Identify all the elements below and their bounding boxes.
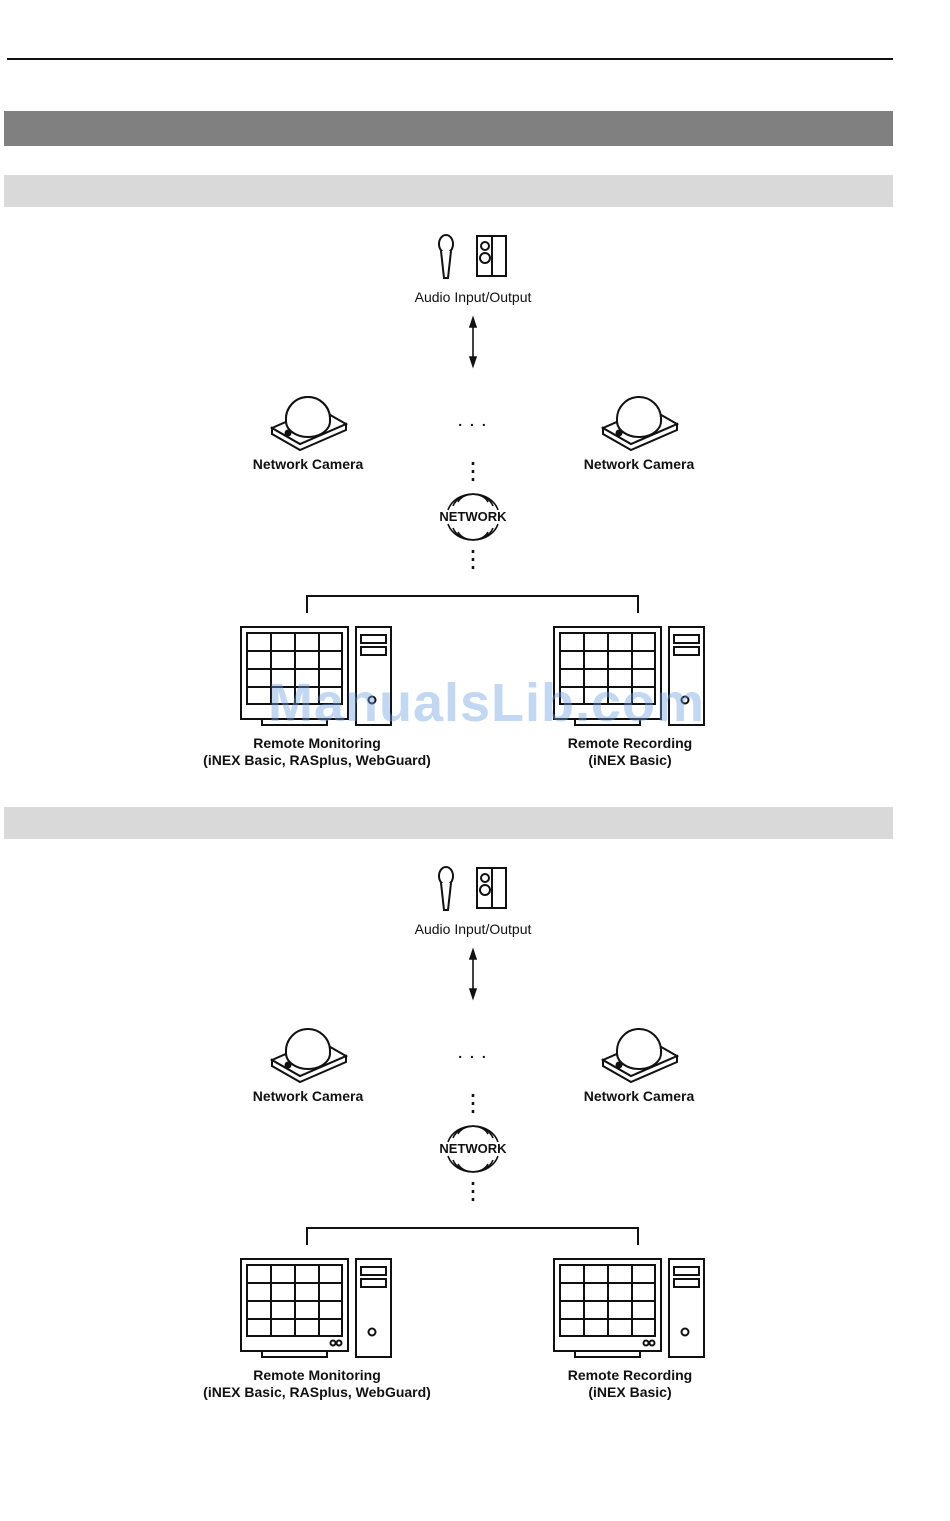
diagram-graphics — [240, 866, 705, 1358]
watermark: ManualsLib.com — [268, 673, 706, 733]
workstation-icon-left — [240, 626, 392, 726]
dome-camera-icon-right — [600, 1028, 680, 1084]
ellipsis-label: . . . — [458, 413, 488, 429]
microphone-icon — [438, 866, 454, 911]
network-icon — [447, 1125, 499, 1173]
subsection-bar-1 — [4, 175, 893, 207]
top-rule — [7, 58, 893, 60]
double-arrow-icon — [468, 947, 478, 1001]
double-arrow-icon — [468, 315, 478, 369]
camera-right-label: Network Camera — [583, 456, 695, 472]
camera-left-label: Network Camera — [252, 1088, 364, 1104]
camera-right-label: Network Camera — [583, 1088, 695, 1104]
network-label: NETWORK — [439, 1141, 507, 1156]
connection-bracket — [306, 595, 639, 613]
network-label: NETWORK — [439, 509, 507, 524]
network-diagram-2: Audio Input/Output Network Camera . . . … — [0, 852, 950, 1412]
workstation-icon-right — [553, 1258, 705, 1358]
workstation-icon-left — [240, 1258, 392, 1358]
recording-label-line1: Remote Recording — [567, 735, 693, 751]
recording-label-line2: (iNEX Basic) — [588, 752, 672, 768]
camera-left-label: Network Camera — [252, 456, 364, 472]
connection-bracket — [306, 1227, 639, 1245]
network-diagram-1: Audio Input/Output Network Camera . . . … — [0, 220, 950, 780]
audio-io-label: Audio Input/Output — [414, 289, 532, 305]
audio-io-label: Audio Input/Output — [414, 921, 532, 937]
monitoring-label-line2: (iNEX Basic, RASplus, WebGuard) — [203, 1384, 431, 1400]
ellipsis-label: . . . — [458, 1045, 488, 1061]
speaker-icon — [476, 867, 507, 909]
diagram-graphics — [240, 234, 705, 726]
recording-label-line1: Remote Recording — [567, 1367, 693, 1383]
section-header-bar — [4, 111, 893, 146]
monitoring-label-line1: Remote Monitoring — [253, 1367, 381, 1383]
microphone-icon — [438, 234, 454, 279]
monitoring-label-line1: Remote Monitoring — [253, 735, 381, 751]
recording-label-line2: (iNEX Basic) — [588, 1384, 672, 1400]
subsection-bar-2 — [4, 807, 893, 839]
dome-camera-icon-right — [600, 396, 680, 452]
monitoring-label-line2: (iNEX Basic, RASplus, WebGuard) — [203, 752, 431, 768]
dome-camera-icon-left — [269, 396, 349, 452]
workstation-icon-right — [553, 626, 705, 726]
network-icon — [447, 493, 499, 541]
speaker-icon — [476, 235, 507, 277]
dome-camera-icon-left — [269, 1028, 349, 1084]
